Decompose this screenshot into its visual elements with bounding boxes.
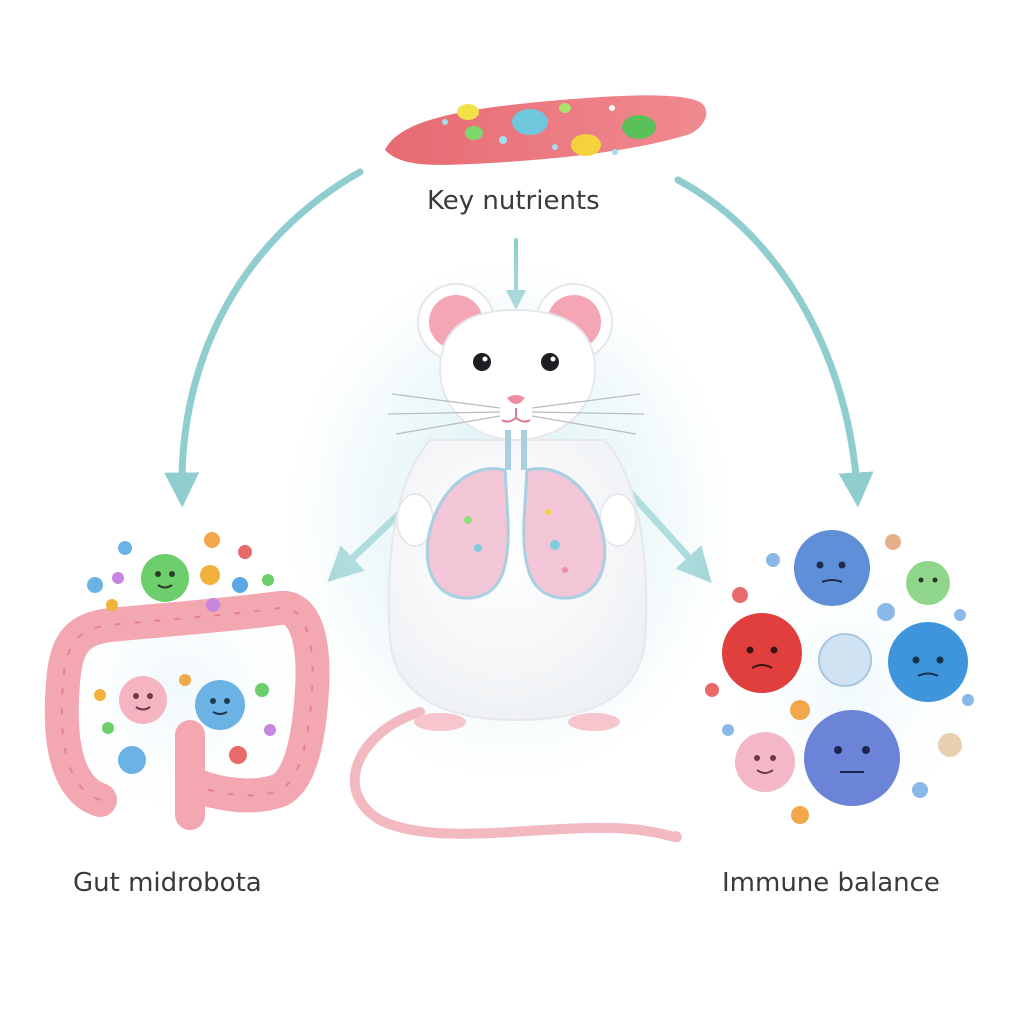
immune-cells-cluster-icon (700, 530, 1000, 840)
intestine-with-microbes-icon (30, 532, 330, 840)
nutrient-strip-icon (385, 95, 707, 165)
arrow-nutrients-to-immune (674, 176, 874, 508)
lungs-icon (425, 430, 607, 600)
label-immune-balance: Immune balance (722, 868, 940, 898)
arrow-nutrients-to-gut (164, 168, 364, 508)
label-gut-microbiota: Gut midrobota (73, 868, 262, 898)
label-key-nutrients: Key nutrients (427, 186, 600, 216)
